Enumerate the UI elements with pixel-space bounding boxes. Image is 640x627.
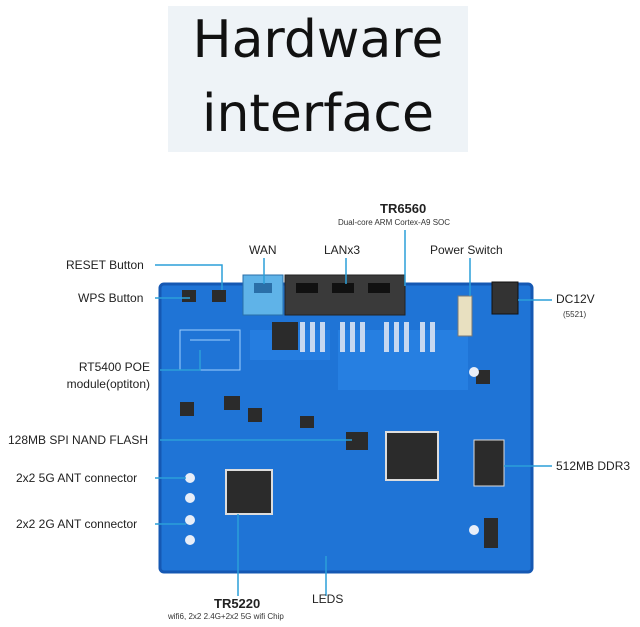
led-driver-chip (272, 322, 298, 350)
soc-chip (385, 431, 439, 481)
wifi-chip (225, 469, 273, 515)
flash-label: 128MB SPI NAND FLASH (8, 433, 149, 447)
component (248, 408, 262, 422)
pcb-panel (338, 330, 468, 390)
title-line-2: interface (202, 84, 434, 144)
lan-port-slot (368, 283, 390, 293)
lan-label: LANx3 (324, 243, 361, 257)
power-switch-label: Power Switch (430, 243, 503, 257)
poe-outline (179, 329, 241, 371)
component (476, 370, 490, 384)
callout-lines (155, 230, 552, 596)
ant2g-label: 2x2 2G ANT connector (16, 517, 138, 531)
power-switch (457, 295, 473, 337)
wifi-chip-desc-label: wifi6, 2x2 2.4G+2x2 5G wifi Chip (168, 612, 284, 621)
wps-switch (182, 290, 196, 302)
header-pins (484, 518, 498, 548)
dc-label: DC12V (556, 292, 595, 306)
lan-port-slot (296, 283, 318, 293)
component (300, 416, 314, 428)
wps-label: WPS Button (78, 291, 144, 305)
ant5g-label: 2x2 5G ANT connector (16, 471, 138, 485)
soc-desc-label: Dual-core ARM Cortex-A9 SOC (338, 218, 451, 227)
wan-port-slot (254, 283, 272, 293)
poe-label-line1: RT5400 POE (78, 360, 150, 374)
reset-switch (212, 290, 226, 302)
dc-spec-label: (5521) (563, 310, 587, 319)
lan-ports (284, 274, 406, 316)
poe-label-line2: module(optiton) (66, 377, 150, 391)
title-line-1: Hardware (192, 10, 444, 70)
component (180, 402, 194, 416)
antenna-connectors (185, 367, 479, 545)
wifi-chip-name-label: TR5220 (214, 596, 261, 611)
leds-label: LEDS (312, 592, 344, 606)
led-row (300, 322, 435, 352)
reset-label: RESET Button (66, 258, 144, 272)
lan-port-slot (332, 283, 354, 293)
dc-jack (491, 281, 519, 315)
wan-label: WAN (249, 243, 277, 257)
wan-port (242, 274, 284, 316)
ddr-label: 512MB DDR3 (556, 459, 631, 473)
title-banner: Hardware interface (168, 6, 468, 152)
soc-name-label: TR6560 (380, 201, 427, 216)
component (224, 396, 240, 410)
ddr-chip (473, 439, 505, 487)
nand-chip (346, 432, 368, 450)
